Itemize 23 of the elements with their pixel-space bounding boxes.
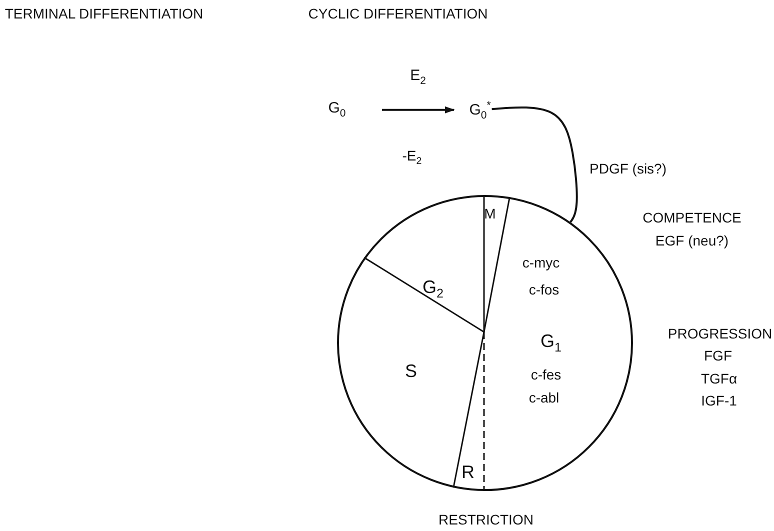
oncogene-label: c-myc	[522, 255, 560, 271]
phase-label: S	[405, 362, 417, 382]
edge-label: E$_{2}$	[410, 68, 426, 84]
growth-factor-label: PDGF (sis?)	[590, 161, 666, 177]
oncogene-label: c-fos	[528, 282, 560, 298]
caption: CYCLIC DIFFERENTIATION	[308, 6, 488, 22]
stage-label: PROGRESSION	[668, 326, 772, 342]
cell-cycle-circle	[337, 195, 633, 491]
phase-label: R	[462, 463, 474, 483]
phase-label: G$_{1}$	[540, 332, 562, 352]
growth-factor-label: EGF (neu?)	[655, 233, 729, 249]
phase-label: G$_{2}$	[422, 278, 444, 298]
oncogene-label: c-fes	[530, 367, 562, 383]
stage-label: G$_{0}$	[327, 98, 347, 118]
phase-label: M	[484, 206, 496, 222]
stage-label: RESTRICTION	[438, 512, 534, 528]
growth-factor-label: IGF-1	[701, 393, 737, 409]
oncogene-label: c-abl	[528, 390, 560, 406]
growth-factor-label: TGFα	[700, 371, 738, 387]
condition-label: -E$_{2}$	[402, 148, 422, 164]
caption: TERMINAL DIFFERENTIATION	[4, 6, 204, 22]
growth-factor-label: FGF	[704, 348, 732, 364]
stage-label: COMPETENCE	[642, 210, 742, 226]
